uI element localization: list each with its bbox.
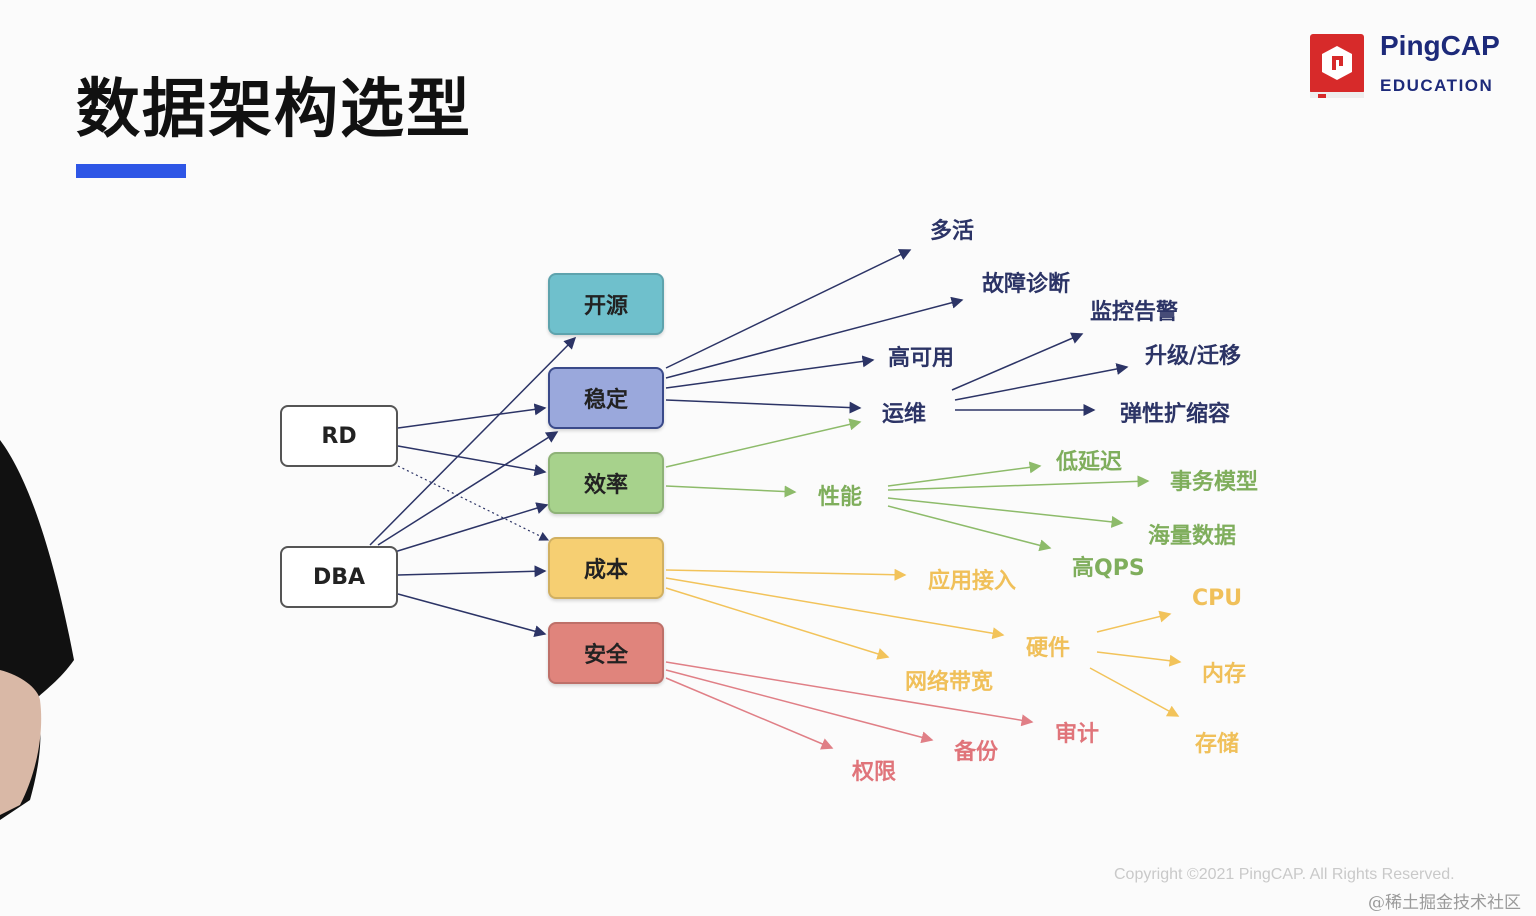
label-bandwidth: 网络带宽 [905, 670, 994, 695]
category-box-stable: 稳定 [548, 367, 664, 429]
category-box-cost: 成本 [548, 537, 664, 599]
label-monitor-alert: 监控告警 [1090, 300, 1179, 325]
arrow-stable-ha [665, 355, 875, 389]
role-box-dba: DBA [280, 546, 398, 608]
label-audit: 审计 [1055, 722, 1100, 747]
arrow-stable-multi-active [665, 249, 912, 369]
role-box-rd: RD [280, 405, 398, 467]
arrow-stable-ops [665, 399, 862, 414]
label-txn-model: 事务模型 [1170, 470, 1259, 495]
label-elastic-scale: 弹性扩缩容 [1120, 402, 1231, 427]
arrow-perf-txn-model [887, 475, 1150, 491]
logo-name: PingCAP [1380, 30, 1500, 61]
arrow-hardware-memory [1096, 651, 1182, 667]
arrow-perf-low-latency [887, 461, 1042, 487]
title-underline [76, 164, 186, 178]
label-permission: 权限 [852, 760, 897, 785]
arrow-efficiency-performance [665, 485, 797, 498]
arrow-security-audit [665, 661, 1034, 727]
arrow-perf-high-qps [887, 505, 1052, 552]
arrow-hardware-storage [1089, 667, 1180, 717]
arrow-cost-hardware [665, 577, 1005, 640]
label-memory: 内存 [1202, 662, 1247, 687]
arrow-perf-massive-data [887, 497, 1124, 528]
label-performance: 性能 [818, 485, 863, 510]
arrow-dba-efficiency [387, 502, 549, 555]
arrow-dba-stable [377, 431, 559, 546]
watermark-text: @稀土掘金技术社区 [1368, 893, 1521, 913]
label-cpu: CPU [1192, 586, 1243, 611]
copyright-text: Copyright ©2021 PingCAP. All Rights Rese… [1114, 866, 1455, 883]
label-low-latency: 低延迟 [1056, 450, 1123, 475]
category-box-open: 开源 [548, 273, 664, 335]
arrow-rd-efficiency [397, 445, 547, 477]
arrow-dba-cost [397, 565, 547, 578]
label-hardware: 硬件 [1026, 636, 1071, 661]
page-title: 数据架构选型 [76, 73, 472, 147]
arrow-cost-bandwidth [665, 587, 890, 660]
label-upgrade-migrate: 升级/迁移 [1145, 344, 1242, 369]
arrow-ops-monitor [951, 332, 1084, 391]
label-high-availability: 高可用 [888, 346, 955, 371]
arrow-stable-fault-diag [665, 296, 964, 379]
label-massive-data: 海量数据 [1148, 524, 1237, 549]
arrow-rd-cost-dotted [397, 465, 550, 541]
category-box-efficiency: 效率 [548, 452, 664, 514]
label-ops: 运维 [882, 402, 927, 427]
pingcap-logo: PingCAP EDUCATION [1310, 30, 1530, 102]
arrow-ops-upgrade [954, 363, 1129, 401]
arrow-dba-security [397, 593, 547, 638]
arrow-rd-stable [397, 403, 547, 429]
label-backup: 备份 [954, 740, 999, 765]
logo-subtitle: EDUCATION [1380, 76, 1494, 95]
arrow-security-permission [665, 677, 834, 750]
label-fault-diagnosis: 故障诊断 [982, 272, 1071, 297]
arrow-efficiency-ops [665, 418, 862, 468]
arrow-dba-open [369, 336, 577, 546]
pingcap-logo-icon [1310, 34, 1364, 98]
arrow-security-backup [665, 669, 934, 744]
presenter-silhouette [0, 440, 74, 820]
arrow-cost-app-access [665, 568, 907, 581]
category-box-security: 安全 [548, 622, 664, 684]
label-app-access: 应用接入 [928, 569, 1017, 594]
label-storage: 存储 [1195, 732, 1240, 757]
label-high-qps: 高QPS [1072, 556, 1145, 581]
label-multi-active: 多活 [930, 219, 975, 244]
arrow-hardware-cpu [1096, 610, 1172, 633]
